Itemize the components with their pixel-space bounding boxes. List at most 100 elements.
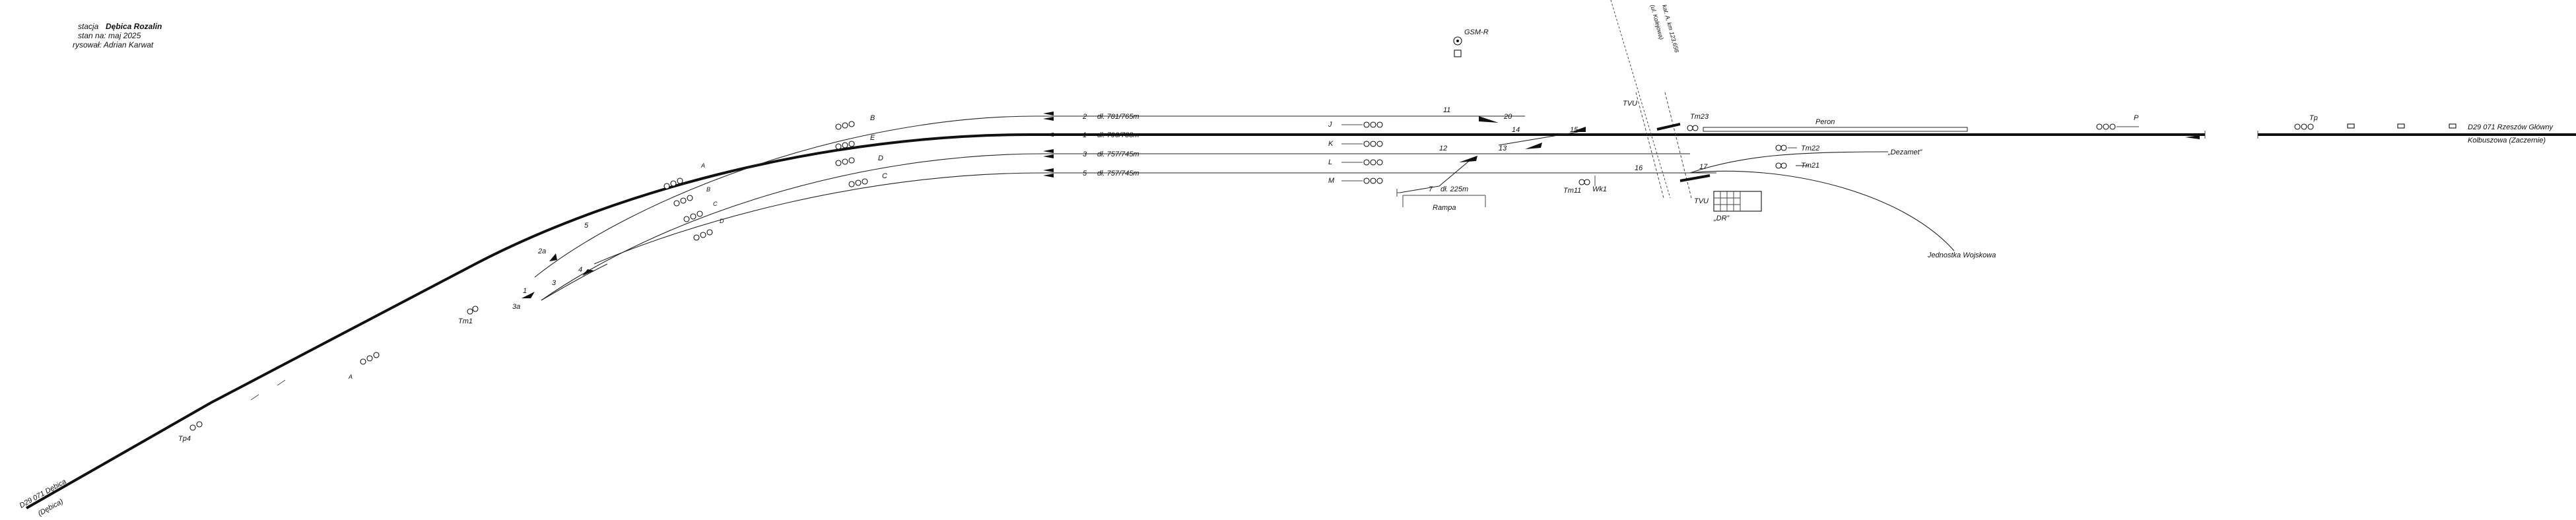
switch-3a: 3a — [512, 303, 520, 311]
main-track — [26, 133, 2205, 509]
track-labels: 2 dł. 781/765m 1 dł. 796/788m 3 dł. 757/… — [1043, 112, 1486, 212]
shunting-tm21: Tm21 — [1775, 162, 1819, 170]
signals-east-line: P Tp — [2096, 114, 2457, 139]
switch-1: 1 — [523, 287, 527, 295]
signal-west-b: B — [673, 186, 710, 207]
track-2-number: 2 — [1082, 113, 1087, 121]
crossing-tvu-top: TVU — [1623, 100, 1637, 108]
shunting-signals: Tm1 Tm11 Wk1 Tm22 Tm21 Tm23 — [458, 113, 1819, 325]
track-7-siding — [1399, 158, 1473, 193]
exit-signals-east: J K L M — [1328, 121, 1383, 185]
drawn-by: rysował: Adrian Karwat — [73, 40, 154, 49]
switch-12: 12 — [1439, 145, 1447, 152]
svg-text:A: A — [700, 162, 705, 169]
svg-text:D: D — [878, 154, 883, 162]
east-station: Kolbuszowa (Zaczernie) — [2468, 137, 2546, 145]
diagram-header: stacja Dębica Rozalin stan na: maj 2025 … — [73, 22, 162, 49]
track-1-length: dł. 796/788m — [1097, 131, 1139, 139]
svg-text:Tm23: Tm23 — [1690, 113, 1709, 121]
track-3 — [541, 153, 1690, 301]
switch-16: 16 — [1635, 164, 1643, 172]
signal-exit-3: D — [835, 154, 883, 166]
shunting-tm23: Tm23 — [1687, 113, 1709, 131]
station-name: Dębica Rozalin — [106, 22, 162, 31]
signal-west-c: C — [683, 201, 718, 222]
crossing-tvu-bottom: TVU — [1694, 197, 1709, 205]
signal-J: J — [1328, 121, 1383, 129]
track-3-number: 3 — [1083, 150, 1087, 158]
arrow-1 — [1043, 133, 1054, 137]
svg-text:J: J — [1328, 121, 1332, 129]
track-2 — [534, 115, 1525, 278]
track-3-length: dł. 757/745m — [1097, 150, 1139, 158]
svg-text:P: P — [2134, 114, 2139, 122]
signal-west-d: D — [693, 218, 724, 241]
ramp-outline — [1402, 195, 1486, 207]
svg-text:Tm21: Tm21 — [1801, 162, 1819, 170]
signal-L: L — [1328, 158, 1383, 166]
signal-exit-1: E — [835, 134, 875, 150]
track-4-connector — [541, 263, 608, 301]
switch-5: 5 — [584, 222, 589, 230]
svg-text:A: A — [348, 374, 353, 380]
shunting-wk1: Wk1 — [1592, 176, 1607, 193]
exit-signals-west: B E D C A B C D — [178, 114, 887, 443]
svg-text:B: B — [706, 186, 710, 193]
marker-east-1 — [2347, 123, 2355, 129]
crossing-km: kat. A, km 123,656 — [1661, 4, 1680, 53]
svg-text:B: B — [870, 114, 875, 122]
line-endpoint-west: D29 071 Dębica (Dębica) — [18, 478, 68, 518]
switch-11: 11 — [1443, 106, 1450, 114]
military-label: Jednostka Wojskowa — [1927, 251, 1996, 259]
switch-13: 13 — [1499, 145, 1507, 152]
svg-text:C: C — [882, 172, 887, 180]
svg-text:Wk1: Wk1 — [1592, 185, 1607, 193]
siding-stop — [1396, 189, 1401, 197]
signal-exit-2: B — [835, 114, 875, 130]
platform: Peron — [1703, 118, 1968, 132]
crossover-14-15 — [1498, 131, 1578, 146]
track-1-number: 1 — [1083, 131, 1087, 139]
break-mark-west — [250, 379, 286, 401]
tracks — [26, 115, 2576, 509]
switch-2a: 2a — [537, 247, 546, 255]
svg-text:Tp4: Tp4 — [178, 435, 191, 443]
svg-text:E: E — [870, 134, 875, 142]
marker-east-3 — [2449, 123, 2457, 129]
east-line: D29 071 Rzeszów Główny — [2468, 123, 2554, 131]
dezamet-label: „Dezamet” — [1887, 148, 1923, 156]
track-dezamet — [1689, 151, 1889, 174]
svg-text:Tp: Tp — [2309, 114, 2318, 122]
svg-text:D: D — [720, 218, 724, 224]
track-5 — [593, 172, 1624, 265]
switch-3: 3 — [552, 279, 557, 287]
switch-17: 17 — [1699, 163, 1708, 171]
signal-west-a1: A — [348, 352, 380, 380]
signal-M: M — [1328, 177, 1383, 185]
platform-label: Peron — [1815, 118, 1835, 126]
shunting-tm1: Tm1 — [458, 306, 479, 325]
state-date: stan na: maj 2025 — [78, 31, 141, 40]
signal-K: K — [1328, 140, 1383, 148]
track-5-number: 5 — [1083, 170, 1087, 178]
shunting-tm22: Tm22 — [1775, 145, 1819, 152]
track-7-number: 7 — [1429, 185, 1433, 193]
switch-20: 20 — [1503, 113, 1512, 121]
svg-text:K: K — [1328, 140, 1334, 148]
buffer-arrows-5 — [1043, 168, 1054, 178]
ramp-label: Rampa — [1433, 204, 1456, 212]
svg-text:L: L — [1328, 158, 1332, 166]
track-military — [1689, 170, 1955, 251]
switch-frogs-east — [1459, 116, 1586, 162]
signal-west-dist: Tp4 — [178, 421, 203, 443]
switch-4: 4 — [578, 266, 582, 274]
dr-label: „DR” — [1713, 214, 1730, 222]
track-2-length: dł. 781/765m — [1097, 113, 1139, 121]
break-mark-east — [2204, 131, 2258, 139]
gsmr-label: GSM-R — [1464, 28, 1489, 36]
track-5-length: dł. 757/745m — [1097, 170, 1139, 178]
line-endpoint-east: D29 071 Rzeszów Główny Kolbuszowa (Zacze… — [2468, 123, 2554, 145]
gsmr-mast: GSM-R — [1453, 28, 1489, 57]
level-crossing: TVU TVU kat. A, km 123,656 (ul. Kolejowa… — [1610, 0, 1711, 205]
